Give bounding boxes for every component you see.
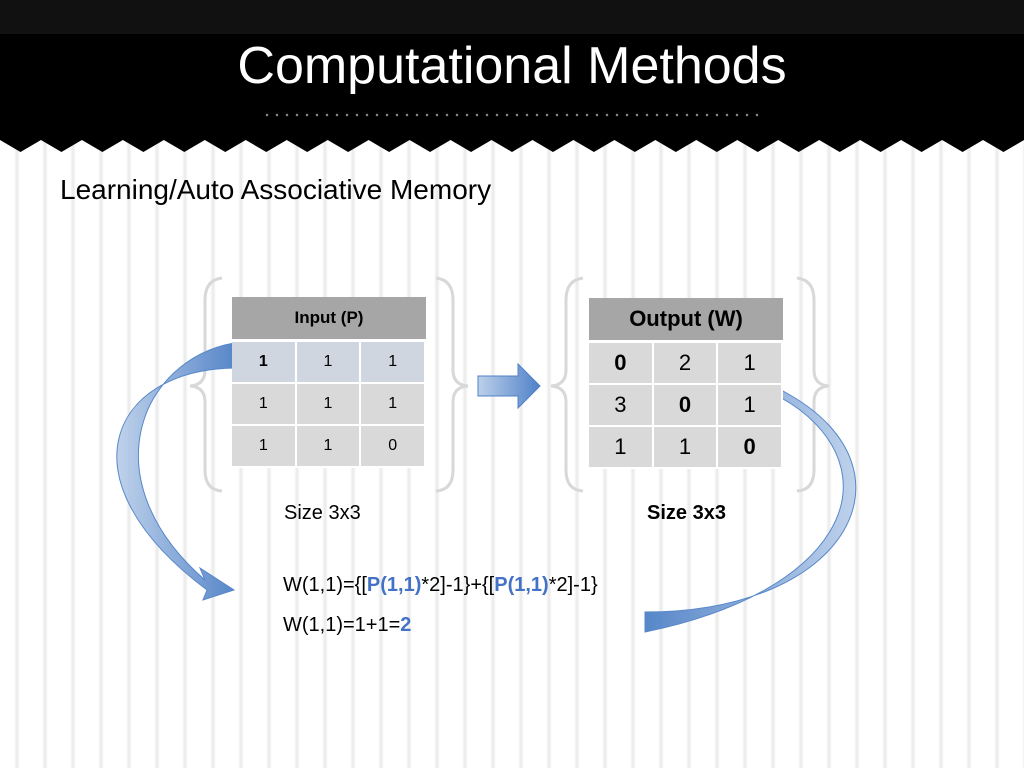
output-size-label: Size 3x3 — [647, 502, 726, 524]
formula-p-term: P(1,1) — [494, 574, 549, 596]
table-row: 1 1 0 — [589, 427, 783, 469]
middle-right-arrow — [477, 362, 541, 410]
input-cell: 1 — [296, 384, 362, 426]
input-cell: 1 — [296, 426, 362, 468]
formula-line-1: W(1,1)={[P(1,1)*2]-1}+{[P(1,1)*2]-1} — [283, 574, 598, 597]
output-cell: 1 — [718, 343, 783, 385]
table-row: 1 1 1 — [232, 342, 426, 384]
input-cell: 1 — [361, 384, 426, 426]
title-dotted-divider — [262, 112, 762, 118]
input-cell: 0 — [361, 426, 426, 468]
formula-text: W(1,1)=1+1= — [283, 614, 401, 636]
output-left-brace — [550, 276, 584, 493]
input-matrix: Input (P) 1 1 1 1 1 1 1 1 0 — [232, 297, 426, 468]
output-cell: 3 — [589, 385, 654, 427]
output-cell: 0 — [589, 343, 654, 385]
input-cell: 1 — [361, 342, 426, 384]
formula-result: 2 — [400, 614, 412, 636]
output-cell: 2 — [653, 343, 719, 385]
output-right-brace — [796, 276, 830, 493]
slide-header: Computational Methods — [0, 0, 1024, 152]
input-left-brace — [189, 276, 223, 493]
output-cell: 1 — [718, 385, 783, 427]
input-size-label: Size 3x3 — [284, 502, 361, 524]
input-cell: 1 — [296, 342, 362, 384]
output-matrix: Output (W) 0 2 1 3 0 1 1 1 0 — [589, 298, 783, 469]
input-cell: 1 — [232, 384, 297, 426]
formula-text: W(1,1)={[ — [283, 574, 367, 596]
output-cell: 0 — [653, 385, 719, 427]
formula-text: *2]-1}+{[ — [421, 574, 495, 596]
table-row: 3 0 1 — [589, 385, 783, 427]
input-cell: 1 — [232, 342, 297, 384]
input-right-brace — [435, 276, 469, 493]
output-cell: 1 — [653, 427, 719, 469]
input-cell: 1 — [232, 426, 297, 468]
output-header: Output (W) — [589, 298, 783, 343]
table-row: 1 1 1 — [232, 384, 426, 426]
output-cell: 1 — [589, 427, 654, 469]
slide-title: Computational Methods — [237, 37, 787, 95]
slide-subtitle: Learning/Auto Associative Memory — [60, 174, 492, 205]
input-header: Input (P) — [232, 297, 426, 342]
output-cell: 0 — [718, 427, 783, 469]
table-row: 0 2 1 — [589, 343, 783, 385]
curved-arrow-to-formula — [116, 342, 236, 601]
formula-line-2: W(1,1)=1+1=2 — [283, 614, 411, 637]
table-row: 1 1 0 — [232, 426, 426, 468]
header-top-strip — [0, 0, 1024, 34]
formula-text: *2]-1} — [548, 574, 598, 596]
formula-p-term: P(1,1) — [366, 574, 422, 596]
